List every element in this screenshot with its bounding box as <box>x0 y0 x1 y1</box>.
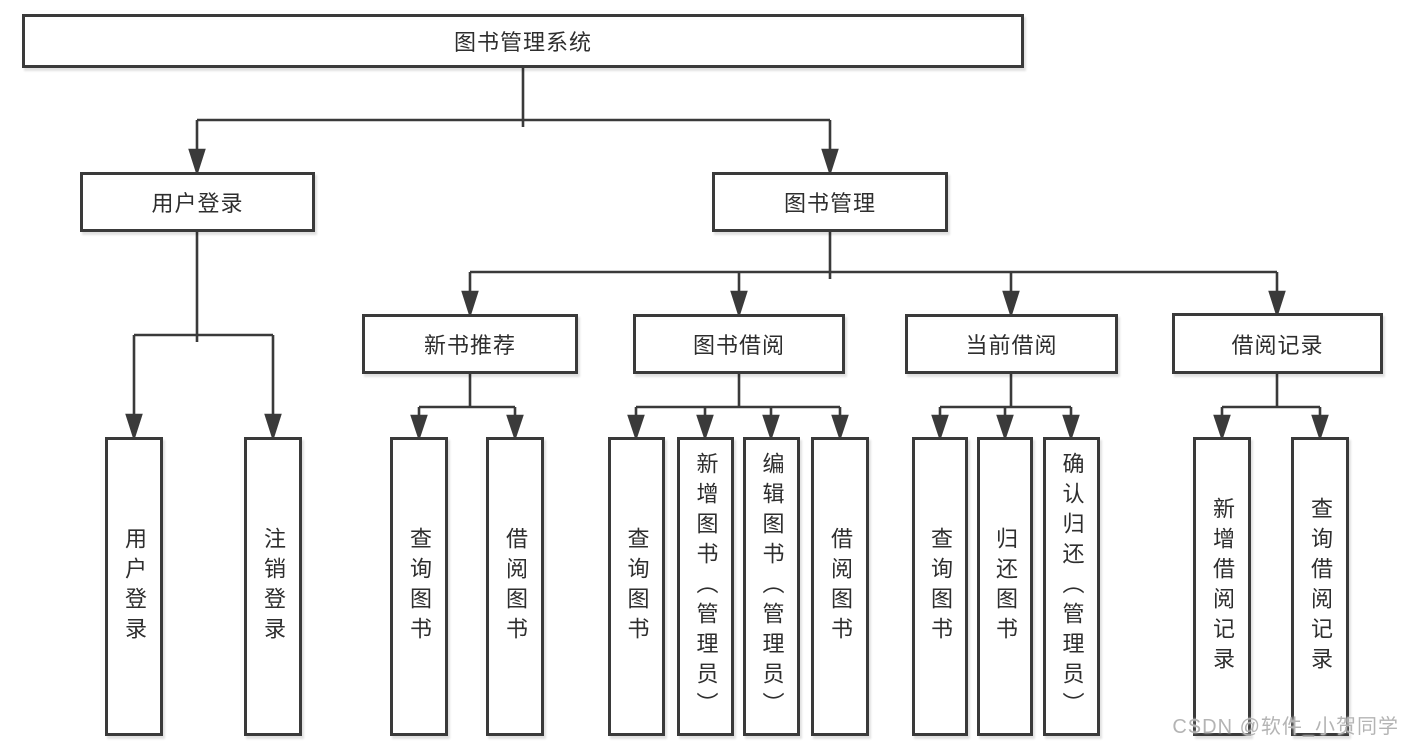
csdn-watermark: CSDN @软件_小贺同学 <box>1172 716 1399 738</box>
node-borrowing-records: 借阅记录 <box>1172 313 1383 374</box>
leaf-records-query-record: 查询借阅记录 <box>1291 437 1349 736</box>
leaf-borrow-edit-books-admin: 编辑图书（管理员） <box>743 437 800 736</box>
node-current-borrowing: 当前借阅 <box>905 314 1118 374</box>
node-book-borrowing: 图书借阅 <box>633 314 845 374</box>
node-root-system: 图书管理系统 <box>22 14 1024 68</box>
leaf-current-return-books: 归还图书 <box>977 437 1033 736</box>
leaf-borrow-borrow-books: 借阅图书 <box>811 437 869 736</box>
leaf-logout-action: 注销登录 <box>244 437 302 736</box>
leaf-user-login-action: 用户登录 <box>105 437 163 736</box>
node-user-login: 用户登录 <box>80 172 315 232</box>
node-new-book-recommend: 新书推荐 <box>362 314 578 374</box>
node-book-management: 图书管理 <box>712 172 948 232</box>
leaf-borrow-add-books-admin: 新增图书（管理员） <box>677 437 734 736</box>
leaf-records-add-record: 新增借阅记录 <box>1193 437 1251 736</box>
leaf-recommend-borrow-books: 借阅图书 <box>486 437 544 736</box>
leaf-borrow-query-books: 查询图书 <box>608 437 665 736</box>
leaf-recommend-query-books: 查询图书 <box>390 437 448 736</box>
leaf-current-query-books: 查询图书 <box>912 437 968 736</box>
leaf-current-confirm-return-admin: 确认归还（管理员） <box>1043 437 1100 736</box>
